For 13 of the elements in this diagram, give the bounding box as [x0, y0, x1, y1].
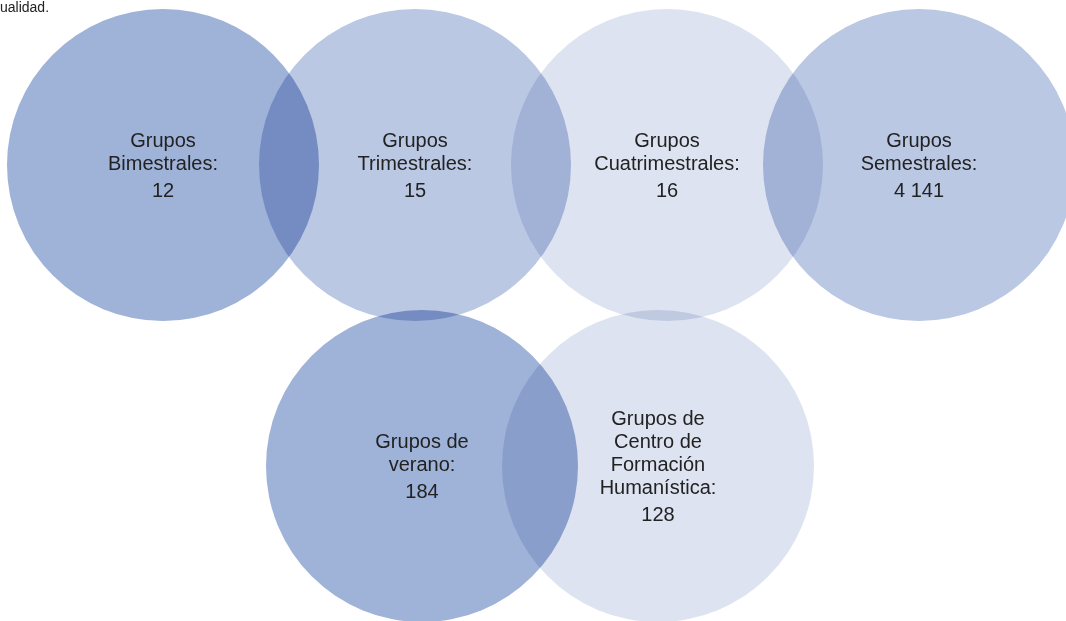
- group-count: 4 141: [893, 178, 945, 202]
- group-count: 16: [655, 178, 679, 202]
- group-label: Grupos de Centro de Formación Humanística:: [598, 406, 718, 499]
- group-count: 184: [405, 479, 439, 503]
- group-count: 12: [151, 178, 175, 202]
- group-label: Grupos de verano:: [374, 429, 470, 476]
- group-label: Grupos Trimestrales:: [356, 128, 474, 175]
- group-label: Grupos Semestrales:: [859, 128, 979, 175]
- group-count: 128: [641, 502, 675, 526]
- group-label: Grupos Cuatrimestrales:: [593, 128, 741, 175]
- group-label: Grupos Bimestrales:: [107, 128, 219, 175]
- text-fragment: ualidad.: [0, 0, 50, 15]
- group-count: 15: [403, 178, 427, 202]
